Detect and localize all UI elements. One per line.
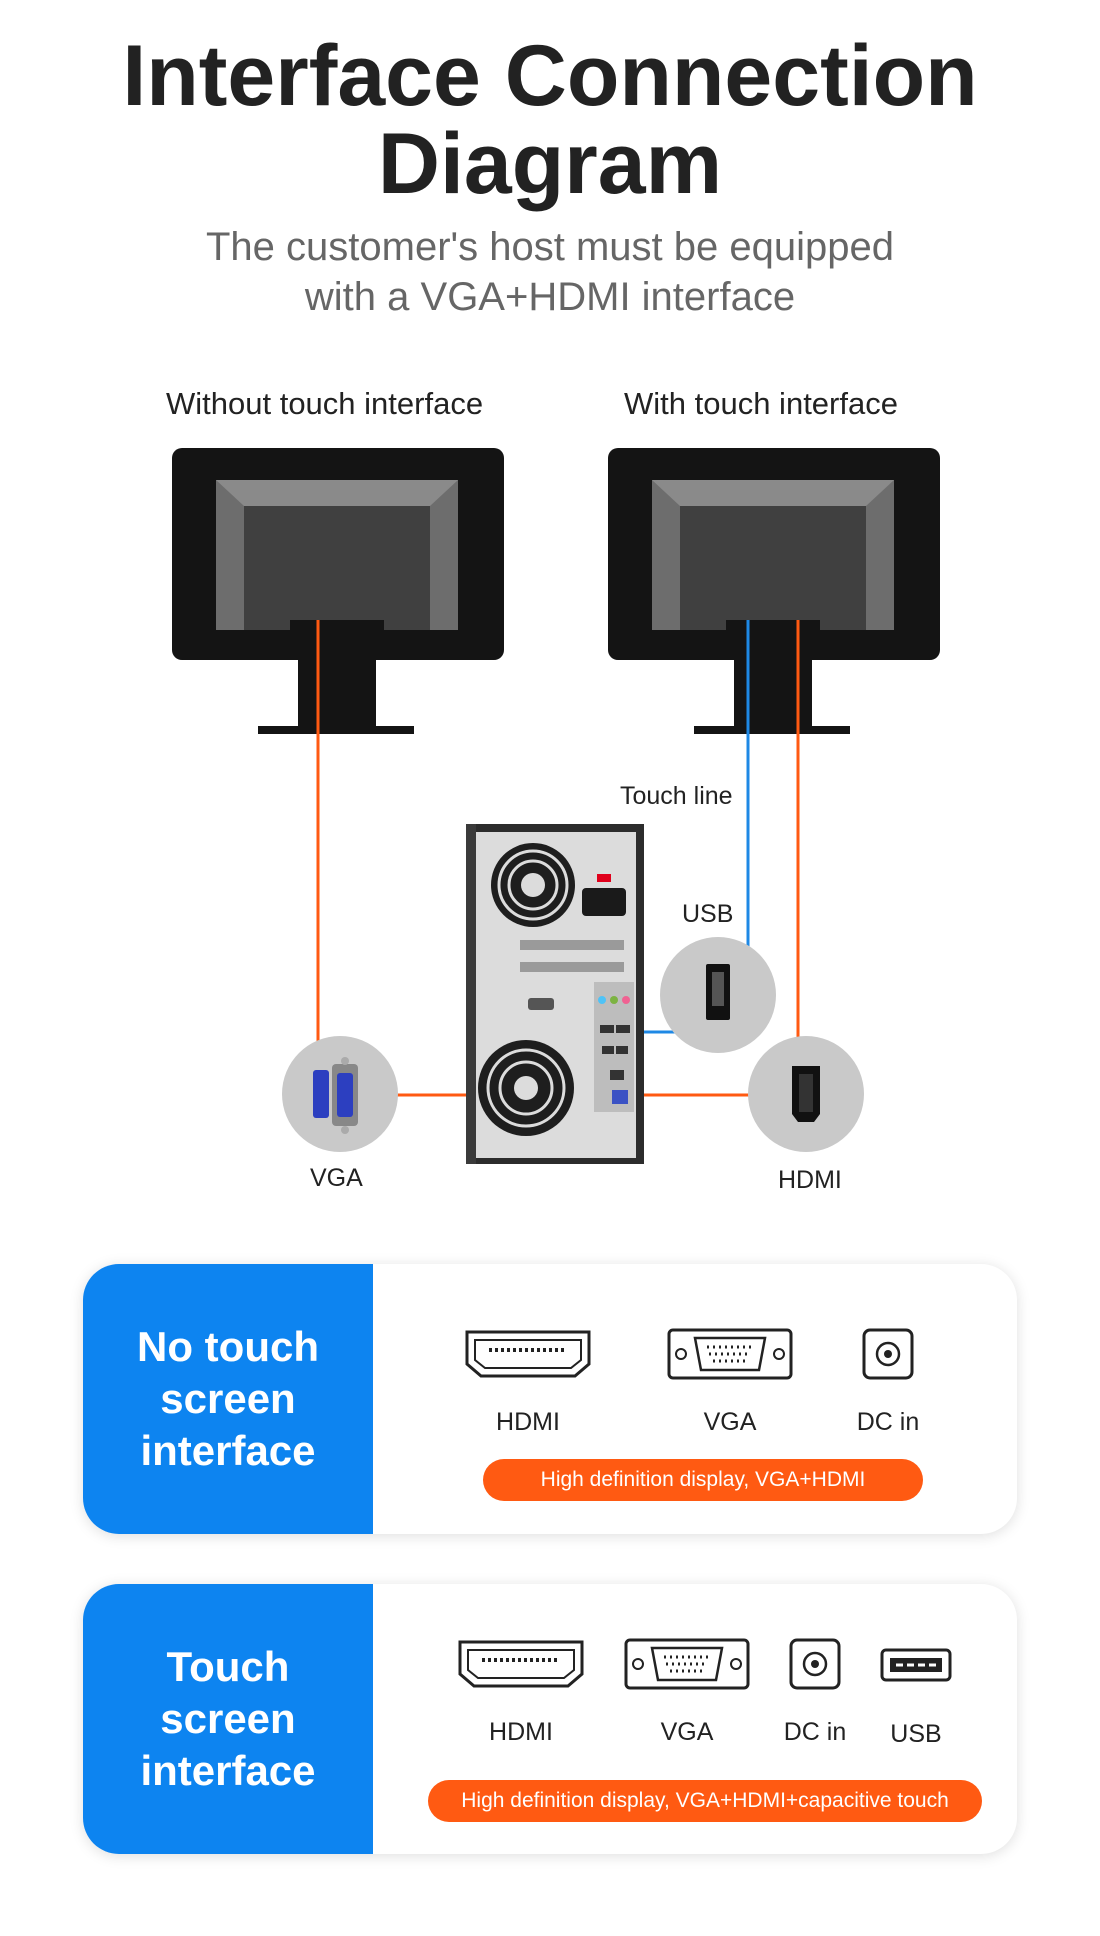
monitor-without-touch — [172, 448, 504, 734]
hdmi-port-icon — [458, 1640, 584, 1688]
label-without-touch: Without touch interface — [166, 386, 484, 421]
port-label: VGA — [660, 1718, 714, 1746]
monitor-with-touch — [608, 448, 940, 734]
card-title-line: interface — [140, 1427, 316, 1474]
subtitle-line-1: The customer's host must be equipped — [205, 225, 894, 269]
port-label: USB — [890, 1720, 942, 1748]
usb-port-icon — [880, 1648, 952, 1682]
card-title-line: screen — [160, 1695, 296, 1742]
label-with-touch: With touch interface — [624, 386, 898, 421]
connection-diagram: Without touch interface With touch inter… — [0, 370, 1100, 1200]
card-no-touch-title: No touch screen interface — [83, 1264, 373, 1534]
feature-note-pill: High definition display, VGA+HDMI — [483, 1459, 923, 1501]
card-title-line: interface — [140, 1747, 316, 1794]
card-title-line: screen — [160, 1375, 296, 1422]
title-line-1: Interface Connection — [122, 28, 978, 124]
card-title-line: No touch — [137, 1323, 319, 1370]
vga-port-callout — [282, 1036, 398, 1152]
subtitle-line-2: with a VGA+HDMI interface — [304, 275, 796, 319]
dc-in-port-icon — [862, 1328, 914, 1380]
label-usb: USB — [682, 900, 734, 928]
port-label: DC in — [783, 1718, 847, 1746]
hdmi-port-callout — [748, 1036, 864, 1152]
vga-port-icon — [624, 1638, 750, 1690]
card-touch: Touch screen interface HDMI VGA DC in US… — [83, 1584, 1017, 1854]
title-line-2: Diagram — [377, 116, 723, 212]
card-touch-title: Touch screen interface — [83, 1584, 373, 1854]
port-label: HDMI — [489, 1718, 553, 1746]
card-title-line: Touch — [166, 1643, 290, 1690]
label-vga: VGA — [310, 1164, 363, 1192]
usb-port-callout — [660, 937, 776, 1053]
card-no-touch: No touch screen interface HDMI VGA DC in… — [83, 1264, 1017, 1534]
port-label: HDMI — [496, 1408, 560, 1436]
label-hdmi: HDMI — [778, 1166, 842, 1194]
page-subtitle: The customer's host must be equipped wit… — [0, 222, 1100, 322]
diagram-graphic — [172, 448, 940, 1164]
port-label: VGA — [703, 1408, 757, 1436]
feature-note-pill: High definition display, VGA+HDMI+capaci… — [428, 1780, 982, 1822]
dc-in-port-icon — [789, 1638, 841, 1690]
pc-tower-rear — [466, 824, 644, 1164]
port-label: DC in — [856, 1408, 920, 1436]
vga-port-icon — [667, 1328, 793, 1380]
hdmi-port-icon — [465, 1330, 591, 1378]
page-title: Interface Connection Diagram — [0, 32, 1100, 208]
label-touch-line: Touch line — [620, 782, 733, 810]
